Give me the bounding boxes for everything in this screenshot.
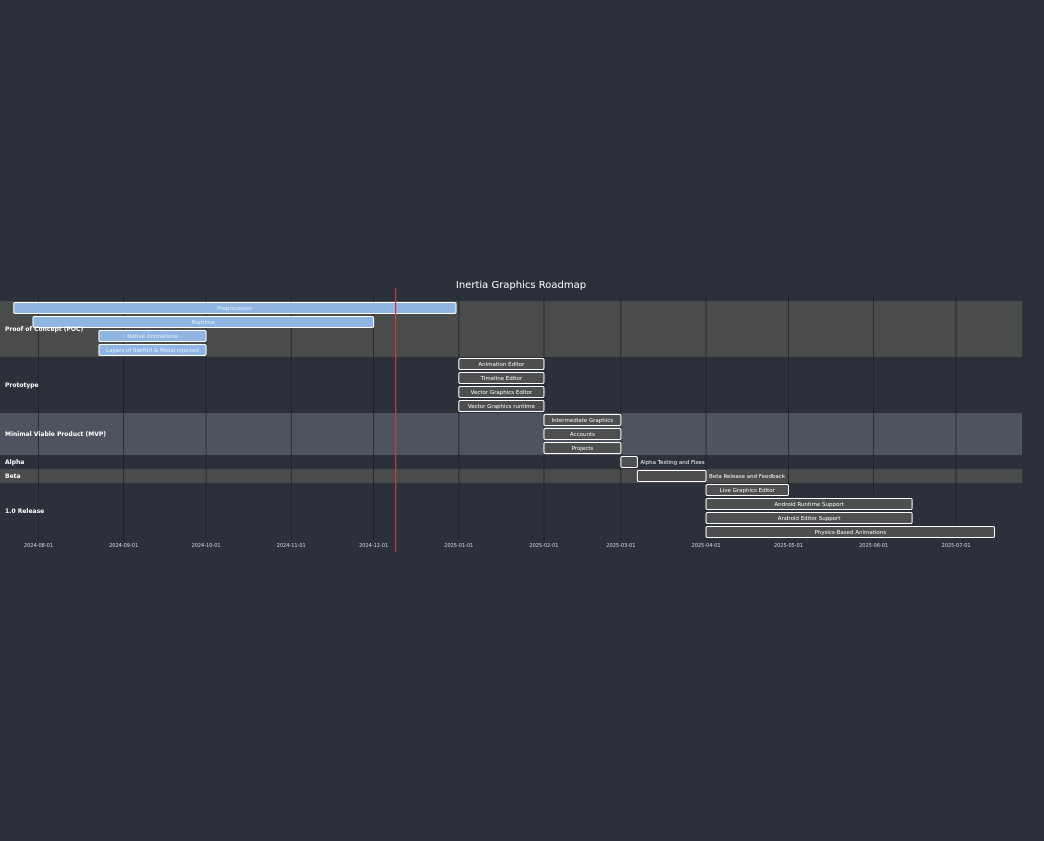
task-bar-5-2 (705, 512, 913, 524)
task-bar-0-2 (98, 330, 207, 342)
task-label-0-1: Runtime (192, 320, 216, 326)
section-label-3: Alpha (5, 459, 24, 466)
task-label-1-1: Timeline Editor (480, 376, 523, 382)
task-label-0-2: Native Animations (127, 334, 178, 340)
task-label-5-2: Android Editor Support (778, 516, 842, 522)
tick-label-4: 2024-12-01 (359, 543, 388, 549)
task-label-2-1: Accounts (570, 432, 595, 438)
task-label-1-2: Vector Graphics Editor (471, 390, 533, 396)
task-label-1-3: Vector Graphics runtime (468, 404, 536, 410)
tick-label-6: 2025-02-01 (529, 543, 558, 549)
task-label-2-2: Projects (572, 446, 594, 452)
task-bar-1-0 (458, 358, 545, 370)
task-label-0-3: Layers of SwiftUI & Metal injected (106, 348, 199, 354)
section-label-4: Beta (5, 473, 21, 480)
task-bar-2-0 (543, 414, 622, 426)
tick-label-2: 2024-10-01 (192, 543, 221, 549)
task-bar-3-0 (620, 456, 638, 468)
tick-label-0: 2024-08-01 (24, 543, 53, 549)
task-label-2-0: Intermediate Graphics (552, 418, 614, 424)
section-label-1: Prototype (5, 382, 39, 389)
task-bar-5-3 (705, 526, 996, 538)
task-label-1-0: Animation Editor (478, 362, 525, 368)
tick-label-9: 2025-05-01 (774, 543, 803, 549)
task-bar-1-1 (458, 372, 545, 384)
task-bar-0-3 (98, 344, 207, 356)
section-label-2: Minimal Viable Product (MVP) (5, 431, 106, 438)
section-band-2 (0, 413, 1022, 455)
task-bar-0-1 (32, 316, 375, 328)
tick-label-1: 2024-09-01 (109, 543, 138, 549)
tick-label-3: 2024-11-01 (277, 543, 306, 549)
tick-label-11: 2025-07-01 (942, 543, 971, 549)
section-label-5: 1.0 Release (5, 508, 44, 515)
task-bars (13, 302, 996, 538)
task-label-5-0: Live Graphics Editor (720, 488, 776, 494)
task-bar-2-2 (543, 442, 622, 454)
task-bar-2-1 (543, 428, 622, 440)
tick-label-7: 2025-03-01 (606, 543, 635, 549)
task-label-5-1: Android Runtime Support (774, 502, 844, 508)
tick-label-10: 2025-06-01 (859, 543, 888, 549)
chart-title: Inertia Graphics Roadmap (456, 280, 586, 291)
task-bar-0-0 (13, 302, 457, 314)
task-bar-1-2 (458, 386, 545, 398)
task-label-4-0: Beta Release and Feedback (709, 474, 786, 480)
task-bar-4-0 (636, 470, 707, 482)
tick-label-5: 2025-01-01 (444, 543, 473, 549)
task-bar-5-1 (705, 498, 913, 510)
section-label-0: Proof of Concept (POC) (5, 326, 83, 333)
task-bar-1-3 (458, 400, 545, 412)
section-band-4 (0, 469, 1022, 483)
task-bar-5-0 (705, 484, 789, 496)
task-label-3-0: Alpha Testing and Fixes (640, 460, 704, 466)
task-label-5-3: Physics-Based Animations (814, 530, 886, 536)
task-label-0-0: Preprocessor (217, 306, 253, 312)
tick-label-8: 2025-04-01 (692, 543, 721, 549)
